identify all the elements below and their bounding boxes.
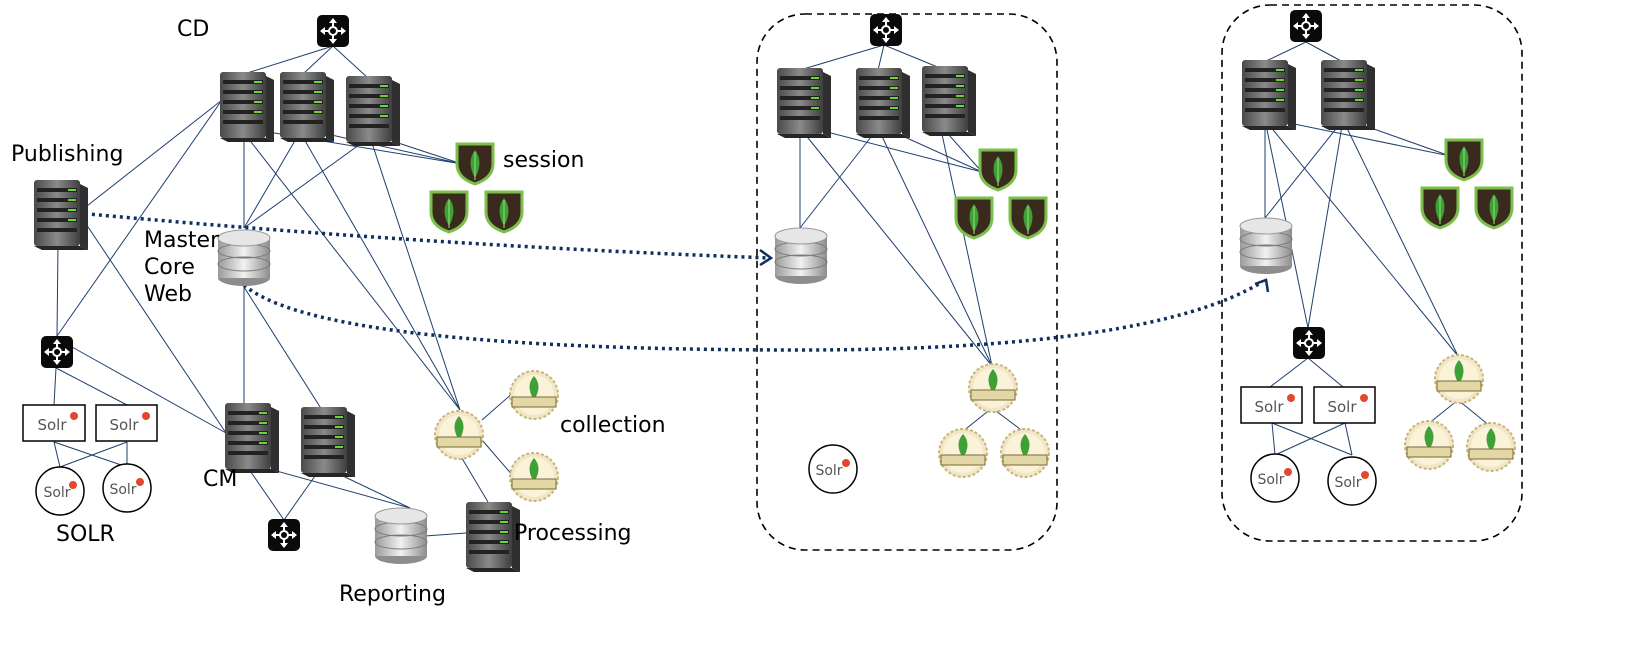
solr-logo-text: Solr (1254, 398, 1284, 416)
publishing-label: Publishing (11, 142, 123, 167)
cd-server-icon (280, 72, 334, 142)
mongodb-session-icon (954, 196, 994, 240)
collection-label: collection (560, 413, 666, 438)
solr-logo-text: Solr (1327, 398, 1357, 416)
session-label: session (503, 148, 584, 173)
zone-outline (1221, 4, 1523, 542)
solr-core-circle: Solr (1250, 453, 1300, 503)
mongodb-collection-icon (434, 410, 484, 460)
mongodb-collection-icon (509, 452, 559, 502)
cd-load-balancer-icon (316, 14, 350, 48)
solr-logo-text: Solr (37, 416, 67, 434)
solr-server-box: Solr (1313, 386, 1376, 424)
web-database-icon (1239, 217, 1293, 275)
cd-server-icon (220, 72, 274, 142)
replication-arrow (77, 211, 774, 267)
solr-logo-text: Solr (815, 463, 842, 479)
master-label: Master (144, 228, 220, 253)
solr-core-circle: Solr (808, 444, 858, 494)
solr-logo-text: Solr (109, 482, 136, 498)
mongodb-session-icon (484, 190, 524, 234)
solr-label: SOLR (56, 522, 115, 547)
zone-outline (756, 13, 1058, 551)
mongodb-session-icon (1420, 186, 1460, 230)
master-core-web-database-icon (217, 229, 271, 287)
mongodb-session-icon (978, 148, 1018, 192)
mongodb-session-icon (455, 142, 495, 186)
publishing-server-icon (34, 180, 88, 250)
cd-server-icon (1321, 60, 1375, 130)
solr-logo-text: Solr (1257, 472, 1284, 488)
reporting-database-icon (374, 507, 428, 565)
mongodb-collection-icon (509, 370, 559, 420)
solr-core-circle: Solr (1327, 456, 1377, 506)
mongodb-session-icon (429, 190, 469, 234)
cm-load-balancer-icon (267, 518, 301, 552)
solr-logo-text: Solr (1334, 475, 1361, 491)
mongodb-collection-icon (1434, 354, 1484, 404)
mongodb-session-icon (1008, 196, 1048, 240)
mongodb-session-icon (1444, 138, 1484, 182)
mongodb-collection-icon (1000, 428, 1050, 478)
cd-server-icon (346, 76, 400, 146)
mongodb-collection-icon (938, 428, 988, 478)
cd-load-balancer-icon (1289, 9, 1323, 43)
solr-server-box: Solr (95, 404, 158, 442)
mongodb-session-icon (1474, 186, 1514, 230)
cm-server-icon (225, 403, 279, 473)
cd-server-icon (1242, 60, 1296, 130)
cm-server-icon (301, 407, 355, 477)
solr-core-circle: Solr (35, 466, 85, 516)
web-label: Web (144, 282, 192, 307)
cd-server-icon (777, 68, 831, 138)
cd-server-icon (856, 68, 910, 138)
solr-logo-text: Solr (109, 416, 139, 434)
processing-label: Processing (514, 521, 631, 546)
solr-server-box: Solr (22, 404, 86, 442)
solr-logo-text: Solr (43, 485, 70, 501)
cd-server-icon (922, 66, 976, 136)
solr-load-balancer-icon (40, 335, 74, 369)
cd-load-balancer-icon (869, 13, 903, 47)
web-database-icon (774, 227, 828, 285)
connection-lines (53, 45, 515, 537)
mongodb-collection-icon (1404, 420, 1454, 470)
mongodb-collection-icon (968, 363, 1018, 413)
replication-arrow (242, 278, 1270, 352)
reporting-label: Reporting (339, 582, 446, 607)
solr-server-box: Solr (1240, 386, 1303, 424)
solr-core-circle: Solr (102, 463, 152, 513)
connection-lines (1263, 41, 1491, 456)
solr-load-balancer-icon (1292, 326, 1326, 360)
mongodb-collection-icon (1466, 422, 1516, 472)
cd-label: CD (177, 17, 209, 42)
core-label: Core (144, 255, 195, 280)
processing-server-icon (466, 502, 520, 572)
cm-label: CM (203, 467, 237, 492)
